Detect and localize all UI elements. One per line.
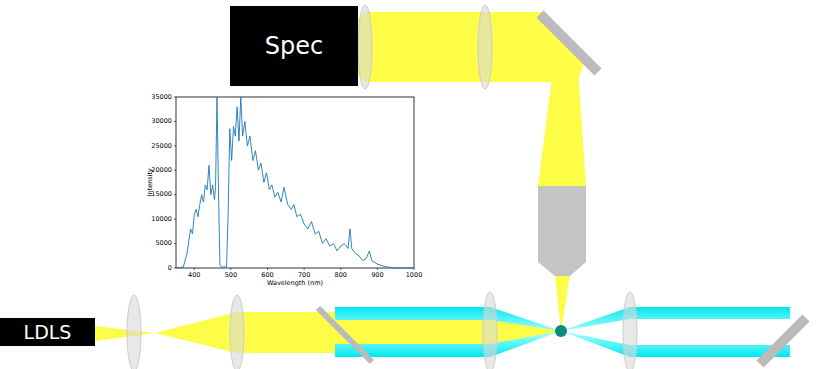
tick-mark bbox=[304, 268, 305, 270]
lens bbox=[478, 5, 492, 89]
tick-mark bbox=[174, 194, 176, 195]
mirror bbox=[540, 14, 598, 72]
transmitted-beam bbox=[561, 319, 790, 345]
tick-mark bbox=[174, 121, 176, 122]
laser-beam bbox=[561, 307, 790, 357]
tick-mark bbox=[174, 97, 176, 98]
light-beam bbox=[490, 320, 561, 344]
tick-label: 35000 bbox=[151, 94, 172, 101]
spectrometer-box: Spec bbox=[230, 6, 358, 86]
light-beam bbox=[95, 326, 155, 341]
tick-label: 10000 bbox=[151, 216, 172, 223]
spectrum-line bbox=[176, 97, 414, 268]
tick-label: 800 bbox=[335, 272, 347, 279]
light-beam bbox=[155, 312, 345, 353]
lens bbox=[483, 292, 497, 369]
light-beam bbox=[335, 320, 490, 344]
beam-splitter bbox=[318, 308, 372, 362]
lens bbox=[623, 292, 637, 369]
objective bbox=[538, 186, 586, 276]
tick-label: 5000 bbox=[155, 240, 172, 247]
tick-label: 600 bbox=[261, 272, 273, 279]
tick-label: 900 bbox=[371, 272, 383, 279]
tick-label: 1000 bbox=[406, 272, 423, 279]
tick-label: 25000 bbox=[151, 143, 172, 150]
axis-title: Wavelength (nm) bbox=[267, 280, 323, 287]
tick-mark bbox=[174, 243, 176, 244]
lens bbox=[127, 295, 141, 369]
axis-ticks bbox=[174, 97, 414, 270]
tick-mark bbox=[174, 268, 176, 269]
tick-mark bbox=[340, 268, 341, 270]
tick-label: 20000 bbox=[151, 167, 172, 174]
laser-beam bbox=[490, 307, 561, 357]
tick-label: 500 bbox=[225, 272, 237, 279]
spectrum-chart bbox=[174, 97, 414, 270]
tick-mark bbox=[267, 268, 268, 270]
tick-mark bbox=[194, 268, 195, 270]
light-beam bbox=[555, 275, 570, 331]
tick-label: 700 bbox=[298, 272, 310, 279]
node-label: LDLS bbox=[24, 321, 72, 343]
tick-mark bbox=[230, 268, 231, 270]
tick-label: 30000 bbox=[151, 118, 172, 125]
tick-label: 400 bbox=[188, 272, 200, 279]
tick-mark bbox=[377, 268, 378, 270]
lens bbox=[230, 295, 244, 369]
tick-label: 0 bbox=[168, 265, 172, 272]
sample bbox=[555, 325, 567, 337]
axis-title: Intensity bbox=[147, 168, 154, 196]
light-beam bbox=[538, 70, 586, 186]
tick-mark bbox=[174, 170, 176, 171]
tick-mark bbox=[174, 219, 176, 220]
tick-mark bbox=[174, 145, 176, 146]
tick-label: 15000 bbox=[151, 191, 172, 198]
lens bbox=[358, 5, 372, 89]
light-source-box: LDLS bbox=[0, 318, 95, 346]
plot-frame bbox=[176, 97, 414, 268]
node-label: Spec bbox=[265, 32, 323, 60]
mirror bbox=[760, 318, 806, 364]
